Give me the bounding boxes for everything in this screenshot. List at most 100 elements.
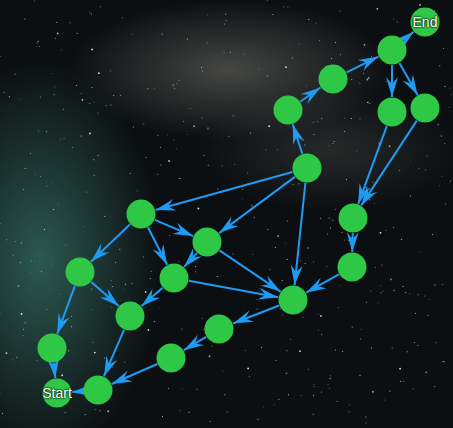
waypoint-node <box>278 285 308 315</box>
star <box>0 56 1 57</box>
node-fill <box>411 8 440 37</box>
node-circle <box>65 257 95 287</box>
star <box>178 261 179 262</box>
star <box>179 178 180 179</box>
star <box>104 216 105 217</box>
star <box>254 216 255 217</box>
star <box>282 315 283 316</box>
star <box>151 271 152 272</box>
node-circle <box>337 252 367 282</box>
star <box>376 8 378 10</box>
star <box>293 184 294 185</box>
star <box>162 33 163 34</box>
connector-line <box>148 227 167 264</box>
connector-arrow <box>306 274 339 292</box>
star <box>242 189 243 190</box>
star <box>76 85 77 86</box>
star <box>420 252 421 253</box>
connector-line <box>91 224 130 261</box>
star <box>168 160 170 162</box>
waypoint-node <box>159 263 189 293</box>
star <box>207 14 208 15</box>
star <box>65 244 66 245</box>
node-circle <box>126 199 156 229</box>
star <box>63 109 64 110</box>
star <box>334 141 335 142</box>
star <box>23 335 24 336</box>
star <box>314 134 315 135</box>
star <box>56 22 57 23</box>
node-label: Start <box>40 378 74 408</box>
star <box>371 56 372 57</box>
star <box>36 46 37 47</box>
star <box>6 239 7 240</box>
star <box>157 135 158 136</box>
node-fill <box>378 98 407 127</box>
star <box>91 13 92 14</box>
star <box>386 81 387 82</box>
star <box>275 247 276 248</box>
node-fill <box>411 94 440 123</box>
star <box>179 178 180 179</box>
star <box>61 50 62 51</box>
star <box>434 386 435 387</box>
star <box>381 265 382 266</box>
star <box>0 313 1 314</box>
star <box>397 22 398 23</box>
star <box>113 95 114 96</box>
star <box>401 239 402 240</box>
star <box>44 229 45 230</box>
star <box>286 372 288 374</box>
star <box>368 77 370 79</box>
star <box>330 378 331 379</box>
star <box>340 54 341 55</box>
star <box>379 142 380 143</box>
star <box>403 286 404 287</box>
star <box>167 135 168 136</box>
star <box>244 53 245 54</box>
star <box>256 299 257 300</box>
node-circle <box>377 35 407 65</box>
star <box>91 288 92 289</box>
star <box>428 315 429 316</box>
connector-arrow <box>347 232 359 252</box>
star <box>51 264 52 265</box>
star <box>335 42 336 43</box>
star <box>252 254 253 255</box>
star <box>23 189 24 190</box>
star <box>366 79 368 81</box>
star <box>292 57 293 58</box>
arrow-head <box>219 216 239 233</box>
star <box>150 278 151 279</box>
star <box>367 102 369 104</box>
star <box>342 232 343 233</box>
star <box>81 135 82 136</box>
star <box>93 101 94 102</box>
connector-arrow <box>57 286 75 334</box>
waypoint-node <box>65 257 95 287</box>
star <box>326 266 327 267</box>
node-circle <box>377 97 407 127</box>
star <box>180 410 181 411</box>
star <box>251 205 253 207</box>
waypoint-node <box>337 252 367 282</box>
star <box>399 368 401 370</box>
connector-arrow <box>358 126 387 204</box>
star <box>210 421 211 422</box>
star <box>349 411 350 412</box>
star <box>335 209 336 210</box>
star <box>224 394 225 395</box>
star <box>394 290 395 291</box>
star <box>98 72 100 74</box>
star <box>318 314 319 315</box>
star <box>361 329 362 330</box>
star <box>370 103 371 104</box>
arrow-head <box>156 199 177 211</box>
star <box>202 71 203 72</box>
node-fill <box>84 376 113 405</box>
star <box>225 14 226 15</box>
star <box>352 327 353 328</box>
arrow-head <box>258 288 279 300</box>
node-circle <box>273 95 303 125</box>
star <box>247 173 248 174</box>
